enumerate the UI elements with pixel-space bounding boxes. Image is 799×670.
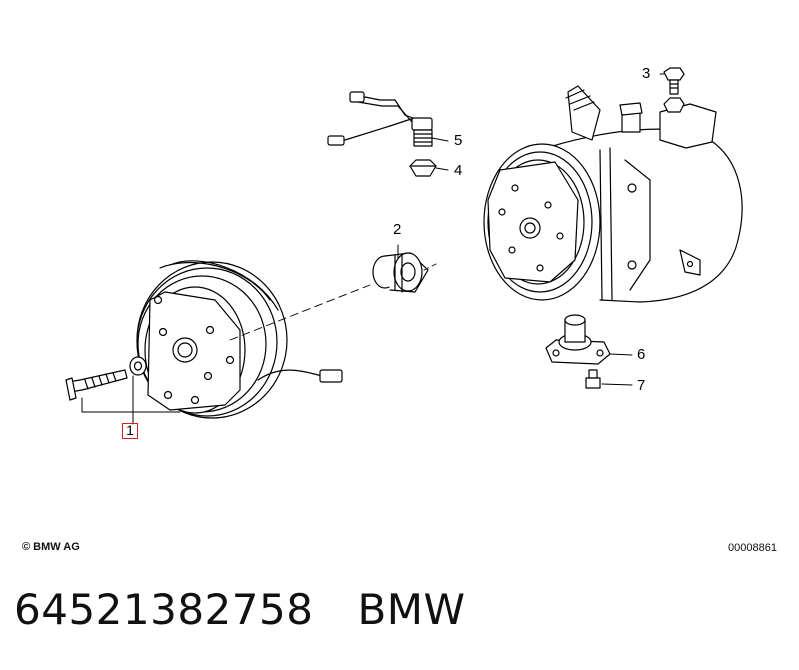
diagram-reference-number: 00008861 xyxy=(728,542,777,554)
compressor xyxy=(483,85,743,303)
callout-3[interactable]: 3 xyxy=(642,65,651,82)
pressure-switch-part-5 xyxy=(327,91,449,147)
bolt-part-3 xyxy=(659,67,685,113)
part-number: 64521382758 xyxy=(14,585,314,634)
brand-name: BMW xyxy=(357,585,466,634)
bushing-part-2 xyxy=(372,244,429,293)
mount-part-6 xyxy=(545,314,633,365)
callout-7[interactable]: 7 xyxy=(637,377,646,394)
callout-2[interactable]: 2 xyxy=(393,221,402,238)
callout-1[interactable]: 1 xyxy=(122,423,138,439)
bolt-part-7 xyxy=(585,369,633,389)
callout-5[interactable]: 5 xyxy=(454,132,463,149)
copyright-notice: © BMW AG xyxy=(22,541,80,553)
callout-6[interactable]: 6 xyxy=(637,346,646,363)
nut-part-4 xyxy=(409,159,449,177)
footer-caption: 64521382758 BMW xyxy=(14,585,466,634)
bolt-part-1 xyxy=(65,356,147,401)
clutch-pulley xyxy=(136,260,343,419)
callout-4[interactable]: 4 xyxy=(454,162,463,179)
